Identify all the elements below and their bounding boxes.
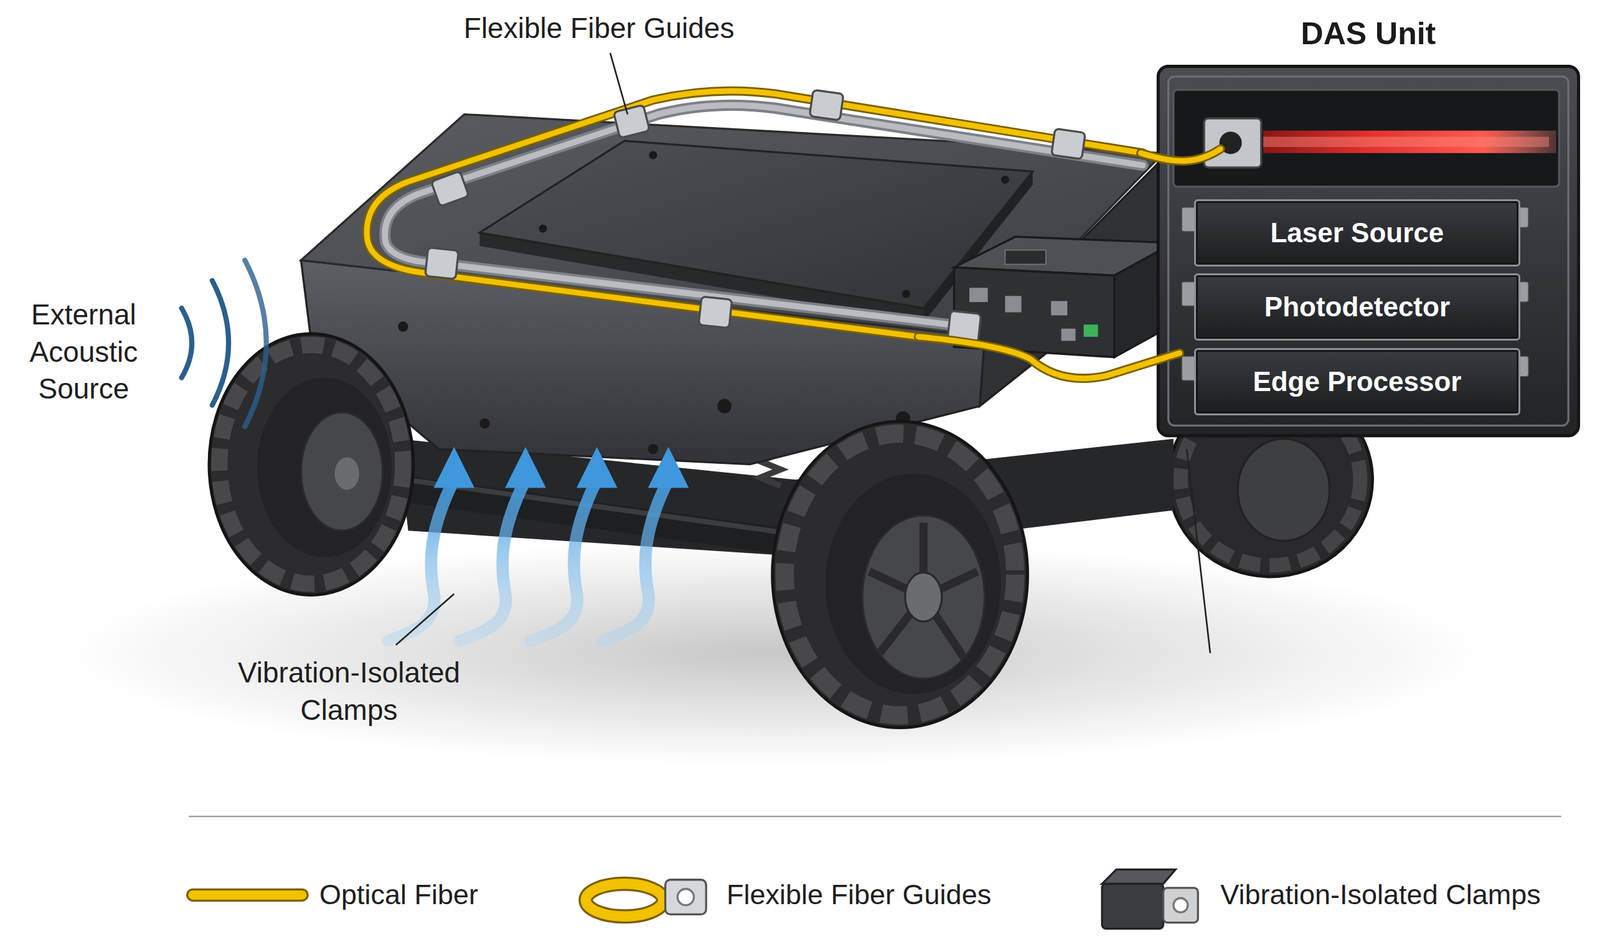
source-label: External Acoustic Source: [29, 296, 138, 408]
electronics-box-part: [969, 287, 989, 302]
acoustic-waves-part: [181, 308, 192, 378]
legend-fiber-guide-icon-part: [585, 883, 664, 916]
module-label: Photodetector: [1264, 291, 1450, 323]
legend-separator: [188, 815, 1561, 817]
fiber-guide-clamps-part: [425, 247, 459, 279]
chassis-part: [479, 418, 490, 429]
front-left-wheel-part: [257, 377, 392, 557]
legend-fiber-guide-icon-part: [585, 883, 664, 916]
chassis-part: [648, 443, 659, 454]
front-left-wheel-part: [209, 333, 414, 596]
module-label: Edge Processor: [1252, 366, 1462, 398]
vibration-arrows-part: [576, 447, 618, 489]
optical-fiber-loop: [366, 90, 1143, 337]
rear-wheel-part: [1237, 438, 1330, 542]
legend-clamp-icon: [1101, 869, 1198, 929]
fiber-guide-clamps-part: [698, 296, 733, 329]
legend-text: Flexible Fiber Guides: [726, 877, 992, 912]
front-right-wheel: [772, 421, 1028, 728]
optical-fiber-to-das-part: [1140, 148, 1221, 161]
front-right-wheel-part: [772, 421, 1028, 728]
leader-lines-part: [1186, 448, 1211, 654]
das-unit-housing-part: [1263, 130, 1556, 154]
fiber-guide-clamps-part: [809, 89, 844, 121]
chassis: [301, 114, 1164, 465]
das-unit-housing-part: [1263, 136, 1549, 147]
module-slot: Photodetector: [1194, 273, 1521, 341]
legend-fiber-guide-icon: [585, 879, 706, 917]
top-plate-part: [538, 224, 547, 233]
optical-fiber-to-das-part: [918, 336, 1180, 379]
vibration-arrows-part: [459, 479, 527, 641]
das-unit-housing-part: [1157, 66, 1579, 436]
module-slot: Edge Processor: [1194, 348, 1521, 416]
electronics-box-part: [1050, 300, 1068, 316]
top-plate-part: [648, 151, 657, 160]
front-left-wheel-part: [219, 344, 403, 584]
electronics-box-part: [1004, 250, 1046, 265]
legend-clamp-icon-part: [1101, 869, 1176, 884]
acoustic-waves-part: [244, 260, 266, 427]
front-right-wheel-part: [825, 473, 1002, 694]
optical-fiber-loop-part: [366, 90, 1143, 337]
vibration-arrows-part: [530, 479, 598, 641]
vibration-arrows-part: [387, 479, 455, 641]
electronics-box-part: [1004, 295, 1022, 312]
legend-text: Optical Fiber: [319, 877, 479, 912]
electronics-box-part: [1061, 328, 1076, 342]
front-left-wheel-part: [301, 412, 383, 531]
part-label: Vibration-Isolated Clamps: [196, 654, 503, 730]
optical-fiber-to-das-part: [1140, 148, 1221, 161]
legend-optical-fiber-sample-part: [192, 890, 302, 900]
legend-optical-fiber-sample-part: [192, 888, 302, 902]
legend-optical-fiber-sample: [192, 894, 302, 896]
leader-lines-part: [610, 52, 628, 114]
module-label: Laser Source: [1270, 217, 1444, 249]
fiber-guide-clamps-part: [430, 171, 469, 207]
legend-fiber-guide-icon-part: [665, 879, 707, 915]
das-unit-housing-part: [1168, 76, 1569, 426]
front-right-wheel-part: [862, 515, 985, 679]
leader-lines: [395, 52, 1211, 654]
chassis-part: [397, 321, 408, 332]
legend-clamp-icon-part: [1162, 887, 1198, 923]
das-unit-housing-part: [1173, 89, 1560, 187]
das-unit-housing: DAS UnitLaser SourcePhotodetectorEdge Pr…: [1157, 66, 1579, 436]
legend-clamp-icon-part: [1101, 883, 1163, 929]
legend-text: Vibration-Isolated Clamps: [1220, 877, 1541, 912]
electronics-box: [953, 236, 1173, 357]
front-right-wheel-part: [784, 433, 1015, 716]
electronics-box-part: [1083, 324, 1099, 337]
optical-fiber-to-das-part: [918, 336, 1180, 379]
chassis-part: [717, 399, 732, 414]
das-unit-housing-part: [1204, 118, 1262, 168]
part-label: Flexible Fiber Guides: [463, 9, 735, 48]
unit-heading: DAS Unit: [1157, 15, 1579, 52]
optical-fiber-loop-part: [366, 90, 1143, 337]
vibration-arrows-part: [433, 447, 476, 489]
top-plate-part: [1001, 175, 1010, 184]
fiber-guide-clamps-part: [1051, 128, 1086, 160]
fiber-guide-clamps: [425, 89, 1086, 343]
vibration-arrows-part: [648, 447, 690, 489]
front-right-wheel-part: [905, 572, 942, 622]
top-plate-part: [902, 289, 911, 298]
front-right-wheel-part: [869, 522, 978, 659]
leader-lines-part: [395, 593, 454, 645]
acoustic-waves-part: [212, 280, 229, 406]
acoustic-waves: [181, 260, 267, 427]
vibration-arrows-part: [602, 479, 669, 641]
vibration-arrows-part: [504, 447, 546, 489]
front-left-wheel: [209, 333, 414, 596]
optical-fiber-to-das: [918, 148, 1221, 378]
legend-clamp-icon-part: [1173, 897, 1188, 913]
module-slot: Laser Source: [1194, 199, 1521, 267]
legend-fiber-guide-icon-part: [677, 888, 694, 905]
das-unit-housing: [1157, 66, 1579, 436]
fiber-guide-clamps-part: [613, 104, 650, 138]
front-left-wheel-part: [334, 456, 360, 490]
